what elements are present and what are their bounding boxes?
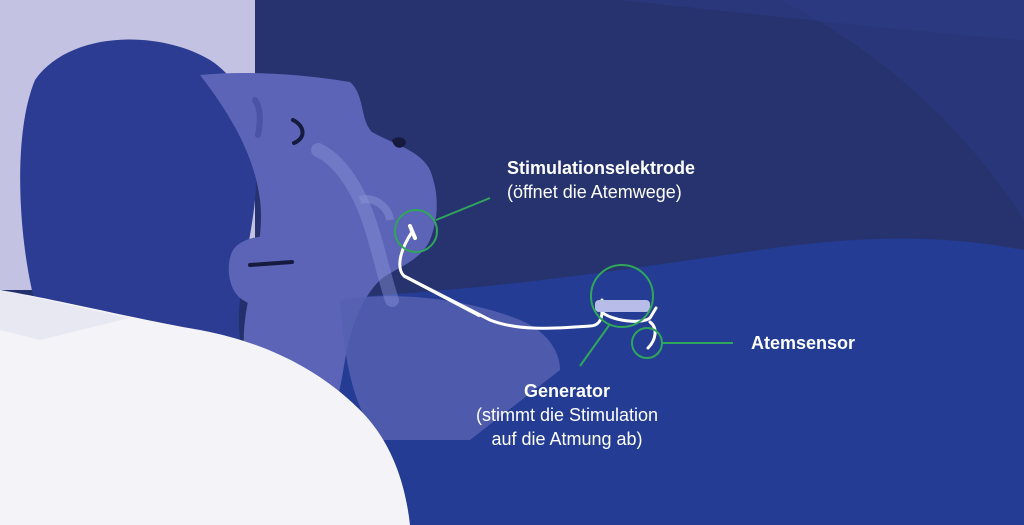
generator-description-line1: (stimmt die Stimulation <box>475 405 659 425</box>
sensor-label: Atemsensor <box>751 331 855 355</box>
generator-callout-line <box>579 323 611 367</box>
sensor-title: Atemsensor <box>751 333 856 353</box>
lead-wire <box>398 230 658 330</box>
generator-label: Generator (stimmt die Stimulation auf di… <box>462 379 672 451</box>
ear <box>228 236 308 309</box>
generator-description-line2: auf die Atmung ab) <box>491 429 643 449</box>
sensor-lead <box>646 320 657 350</box>
airway <box>311 143 399 307</box>
background-streak <box>620 0 1024 40</box>
lead-wire-segment <box>403 274 481 318</box>
closed-eye <box>291 118 305 145</box>
electrode-title: Stimulationselektrode <box>507 158 696 178</box>
generator-device <box>595 300 650 312</box>
pillow-shade <box>0 290 130 340</box>
electrode-callout-line <box>435 197 491 221</box>
face <box>200 72 437 430</box>
electrode-callout-circle <box>394 209 438 253</box>
electrode-description: (öffnet die Atemwege) <box>507 182 682 202</box>
generator-title: Generator <box>523 381 611 401</box>
tongue-outline <box>358 195 394 221</box>
nose <box>252 97 263 138</box>
pillow <box>0 290 410 525</box>
nostril <box>392 137 406 148</box>
neck <box>340 296 560 440</box>
electrode-tip <box>408 224 417 240</box>
generator-callout-circle <box>590 264 654 328</box>
electrode-label: Stimulationselektrode (öffnet die Atemwe… <box>507 156 695 204</box>
ear-line <box>248 260 294 267</box>
background-light <box>780 0 1024 220</box>
